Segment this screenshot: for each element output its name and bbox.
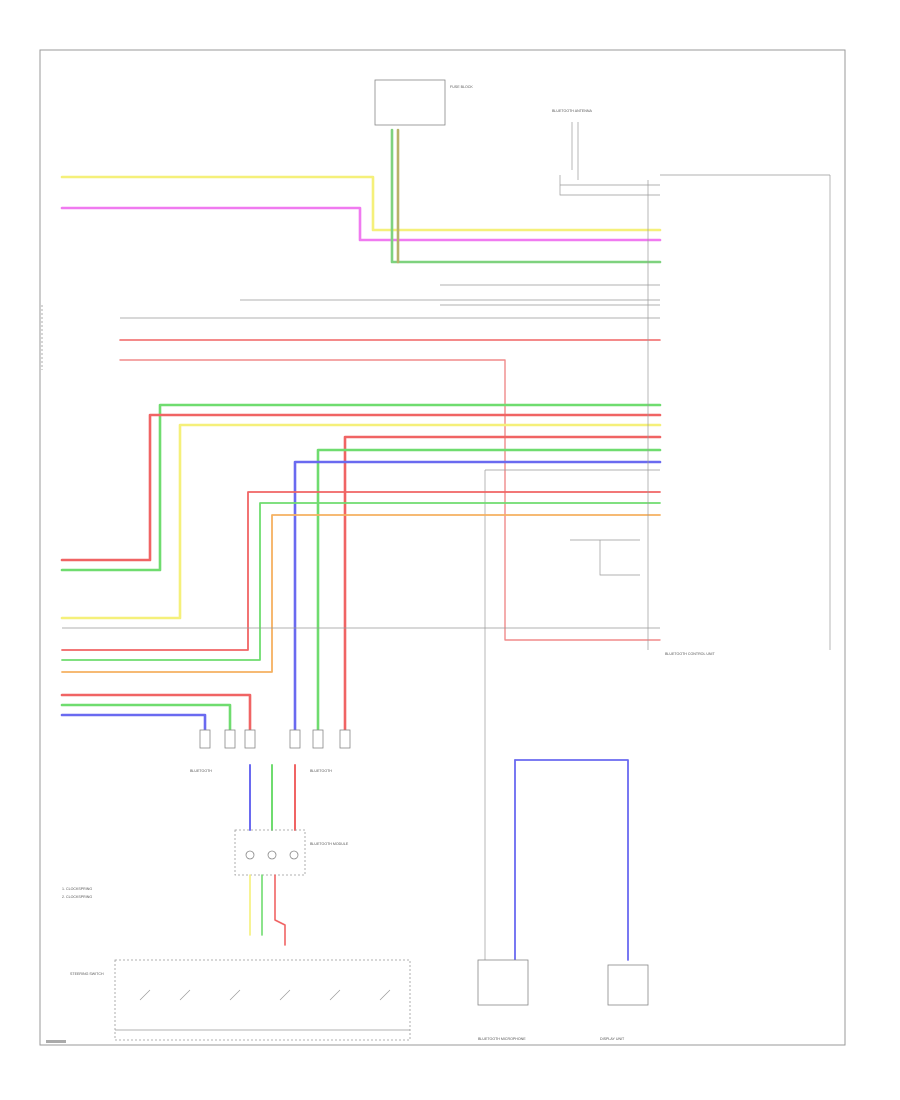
wire-red-2 [343,435,662,732]
bluetooth-antenna-label: BLUETOOTH ANTENNA [552,109,592,113]
diagram-frame [39,49,846,1046]
display-unit-label: DISPLAY UNIT [600,1037,625,1041]
bottom-left-wires [60,693,252,732]
steering-switch: STEERING SWITCH [70,959,411,1041]
wire-magenta-top [60,206,662,242]
middle-wires [60,403,662,960]
wire-green-1 [60,403,662,572]
lower-module-wires [249,874,286,946]
wire-orange-3 [61,514,661,673]
fuse-block-label: FUSE BLOCK [450,85,473,89]
bluetooth-control-unit-label: BLUETOOTH CONTROL UNIT [665,652,716,656]
wire-red-3 [61,491,661,651]
footer-mark [46,1040,66,1043]
top-wires [60,128,662,641]
display-unit: DISPLAY UNIT [600,964,649,1041]
fuse-block: FUSE BLOCK [374,79,473,126]
wire-blue-4 [60,713,207,732]
wire-yellow-2 [60,423,662,620]
bt-connectors: BLUETOOTH BLUETOOTH [190,729,351,773]
wire-red-1 [60,413,662,562]
wire-pink-upper [119,359,661,641]
bluetooth-label-2: BLUETOOTH [310,769,332,773]
wire-yellow-top [60,175,662,232]
steering-module: BLUETOOTH MODULE [234,829,349,876]
wire-red-4 [60,693,252,732]
steering-switch-label: STEERING SWITCH [70,972,104,976]
mid-right-subconnector [570,539,640,576]
wire-green-4 [60,703,232,732]
legend-item-1: 1. CLOCKSPRING [62,887,92,891]
legend: 1. CLOCKSPRING 2. CLOCKSPRING [62,887,92,899]
legend-item-2: 2. CLOCKSPRING [62,895,92,899]
wire-green-3 [61,502,661,661]
wire-blue-2 [293,460,662,732]
wire-green-fuse [390,128,662,264]
mute-module-label: BLUETOOTH MODULE [310,842,349,846]
bluetooth-label-1: BLUETOOTH [190,769,212,773]
right-pin-column: BLUETOOTH CONTROL UNIT [647,174,831,656]
wire-green-2 [316,448,662,732]
microphone-component: BLUETOOTH MICROPHONE [477,759,629,1041]
bluetooth-antenna: BLUETOOTH ANTENNA [552,109,660,196]
microphone-label: BLUETOOTH MICROPHONE [478,1037,526,1041]
module-wires [249,764,296,831]
